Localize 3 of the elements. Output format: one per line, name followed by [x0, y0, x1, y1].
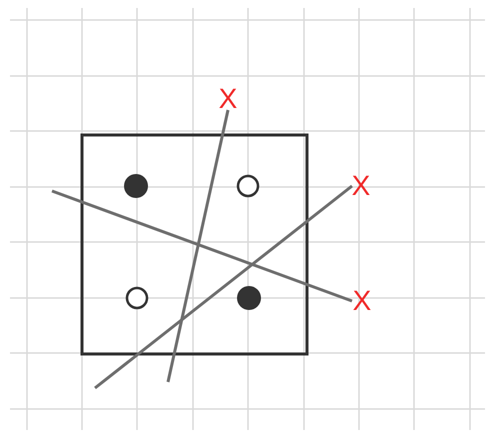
cross-mark: X: [352, 172, 370, 200]
cross-mark: X: [352, 287, 372, 315]
cross-mark: X: [218, 85, 238, 113]
